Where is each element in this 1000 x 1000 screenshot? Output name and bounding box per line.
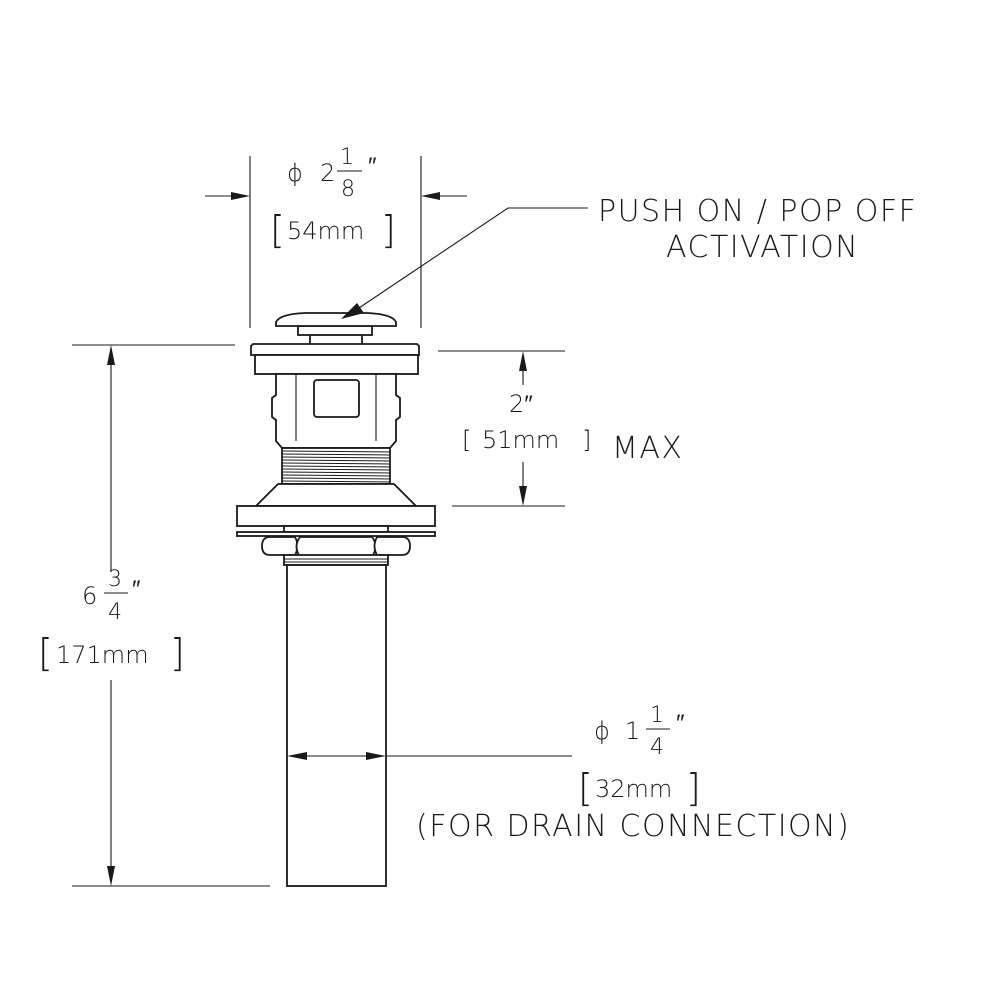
thread-line [281,477,391,480]
height-bracket-left: [ [38,631,53,675]
cap-width-denominator: 8 [341,177,355,202]
washer [236,505,436,527]
callout-line-2: ACTIVATION [666,230,859,265]
washer-cone [253,483,419,507]
thread-line [281,471,391,474]
overflow-window [313,379,360,418]
max-suffix: MAX [612,431,683,466]
height-mm: 171mm [56,641,149,669]
lock-nut [261,536,411,558]
thread-line [281,480,391,483]
max-bracket-left: [ [462,426,471,454]
dim-max-thickness: 2″ [ 51mm ] MAX [438,350,683,507]
cap-width-bracket-left: [ [270,208,285,252]
diameter-symbol: ϕ [287,159,303,187]
popup-cap [275,312,397,346]
max-value: 2″ [509,390,533,418]
thread-line [281,456,391,459]
dim-total-height: 6 3 4 ″ [ 171mm ] [38,344,270,887]
dim-cap-width: ϕ 2 1 8 ″ [ 54mm ] [205,145,467,328]
threaded-section [281,447,391,485]
tail-inch: ″ [676,709,685,737]
thread-line [281,465,391,468]
cap-width-numerator: 1 [340,145,354,170]
callout-line-1: PUSH ON / POP OFF [598,194,917,229]
height-bracket-right: ] [170,631,185,675]
tail-denominator: 4 [650,735,664,760]
drain-assembly [236,312,436,887]
height-whole: 6 [82,582,97,610]
cap-width-bracket-right: ] [381,208,396,252]
tail-mm: 32mm [595,775,672,803]
thread-line [281,468,391,471]
tail-note: (FOR DRAIN CONNECTION) [416,809,850,844]
gasket [236,531,436,537]
tail-bracket-left: [ [578,766,593,810]
activation-callout: PUSH ON / POP OFF ACTIVATION [341,194,917,319]
thread-line [281,462,391,465]
tail-whole: 1 [625,717,640,745]
height-numerator: 3 [108,567,122,592]
drain-flange [250,343,420,375]
tail-bracket-right: ] [686,766,701,810]
drain-body [271,373,401,449]
cap-width-whole: 2 [320,159,335,187]
height-denominator: 4 [108,600,122,625]
max-bracket-right: ] [582,426,591,454]
cap-width-mm: 54mm [287,217,364,245]
tailpiece [286,564,387,887]
thread-line [281,459,391,462]
cap-width-inch: ″ [368,152,377,180]
tail-numerator: 1 [650,703,664,728]
thread-line [281,453,391,456]
tail-diameter-symbol: ϕ [594,717,610,745]
thread-line [281,474,391,477]
dim-tailpiece: ϕ 1 1 4 ″ [ 32mm ] (FOR DRAIN CONNECTION… [287,703,850,844]
height-inch: ″ [132,575,141,603]
max-mm: 51mm [482,426,559,454]
thread-line [281,450,391,453]
